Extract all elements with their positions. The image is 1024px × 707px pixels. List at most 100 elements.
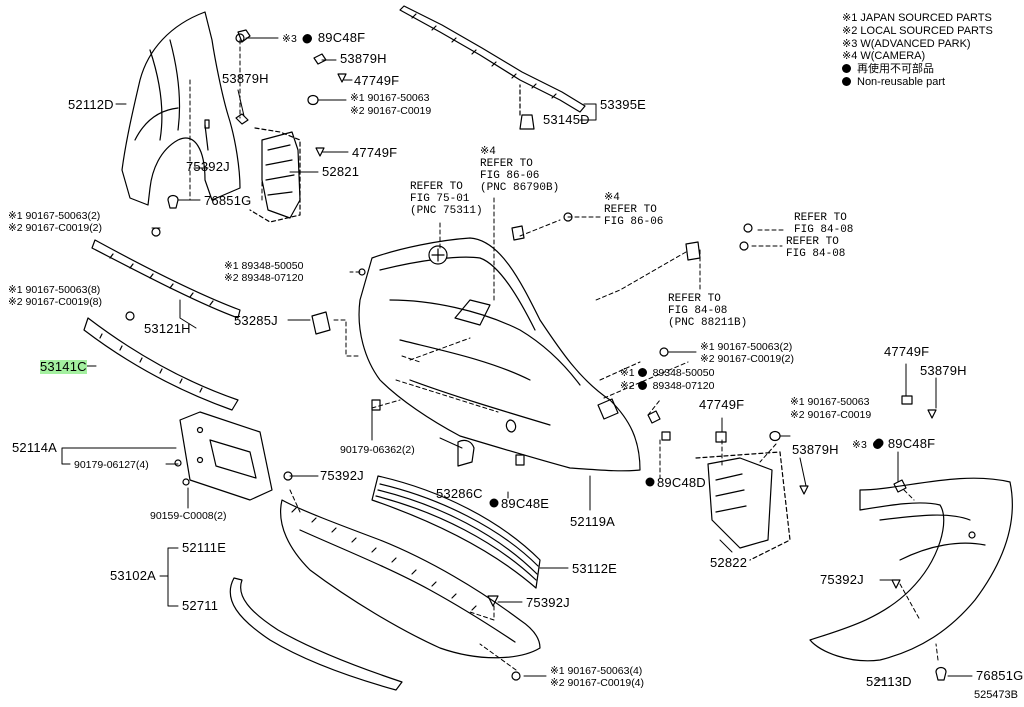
label-90167-C0019-4[interactable]: ※2 90167-C0019(4) <box>550 677 645 689</box>
label-90167-C0019-2b[interactable]: ※2 90167-C0019(2) <box>700 353 795 365</box>
label-75392J-left[interactable]: 75392J <box>186 159 230 174</box>
label-52112D[interactable]: 52112D <box>68 97 114 112</box>
label-47749F-far[interactable]: 47749F <box>884 344 930 359</box>
ref-fig-86-06-b[interactable]: ※4 REFER TO FIG 86-06 <box>604 192 664 228</box>
label-75392J-mid[interactable]: 75392J <box>320 468 364 483</box>
label-90167-50063-2b[interactable]: ※1 90167-50063(2) <box>700 341 793 353</box>
fender-liner-left-part[interactable] <box>121 11 241 206</box>
leader-lines <box>61 37 973 681</box>
cover-53286c-part[interactable] <box>457 439 475 467</box>
label-89C48F-right-code: 89C48F <box>887 436 936 451</box>
label-76851G-right[interactable]: 76851G <box>976 668 1024 683</box>
cover-53285j-part[interactable] <box>311 311 331 335</box>
filled-dot-icon <box>872 440 882 449</box>
label-89C48F-top-code: 89C48F <box>317 30 366 45</box>
label-90167-50063-top[interactable]: ※1 90167-50063 <box>350 92 430 104</box>
label-75392J-right[interactable]: 75392J <box>820 572 864 587</box>
ref-fig-84-08-a[interactable]: REFER TO FIG 84-08 <box>794 212 854 236</box>
label-89C48F-top[interactable]: ※3 89C48F <box>282 30 366 46</box>
filled-dot-icon <box>637 381 647 390</box>
diagram-id: 525473B <box>973 689 1018 701</box>
legend-item-non-reusable-text: Non-reusable part <box>857 75 946 88</box>
label-89C48F-right[interactable]: ※3 89C48F <box>852 436 936 452</box>
label-89C48F-right-mark: ※3 <box>852 439 868 451</box>
label-89348-07120-b-code: 89348-07120 <box>652 380 715 392</box>
ref-fig-84-08-c[interactable]: REFER TO FIG 84-08 (PNC 88211B) <box>668 293 748 329</box>
label-90167-C0019-2[interactable]: ※2 90167-C0019(2) <box>8 222 103 234</box>
legend-item-camera: ※4 W(CAMERA) <box>842 50 926 63</box>
lip-part[interactable] <box>229 577 403 691</box>
label-89348-07120-b[interactable]: ※2 89348-07120 <box>620 380 714 392</box>
label-90167-50063-4[interactable]: ※1 90167-50063(4) <box>550 665 643 677</box>
label-53141C[interactable]: 53141C <box>40 359 87 374</box>
label-53121H[interactable]: 53121H <box>144 321 191 336</box>
ref-fig-75-01[interactable]: REFER TO FIG 75-01 (PNC 75311) <box>410 181 483 217</box>
legend-item-non-reusable: Non-reusable part <box>842 76 993 89</box>
legend: ※1 JAPAN SOURCED PARTS ※2 LOCAL SOURCED … <box>842 12 993 89</box>
upper-rail-part[interactable] <box>399 5 586 113</box>
label-75392J-bottom[interactable]: 75392J <box>526 595 570 610</box>
label-89348-50050-b-mark: ※1 <box>620 367 635 379</box>
label-89348-50050-b[interactable]: ※1 89348-50050 <box>620 367 714 379</box>
license-bracket-part[interactable] <box>179 411 273 501</box>
legend-item-japan: ※1 JAPAN SOURCED PARTS <box>842 12 992 24</box>
label-52113D[interactable]: 52113D <box>866 674 912 689</box>
label-53145D[interactable]: 53145D <box>543 112 590 127</box>
label-90167-C0019-top[interactable]: ※2 90167-C0019 <box>350 105 432 117</box>
fender-liner-right-part[interactable] <box>809 477 1013 662</box>
label-52114A[interactable]: 52114A <box>12 440 58 455</box>
label-90167-50063-8[interactable]: ※1 90167-50063(8) <box>8 284 101 296</box>
filled-dot-icon <box>842 64 851 74</box>
filled-dot-icon <box>302 34 312 43</box>
label-53112E[interactable]: 53112E <box>572 561 618 576</box>
dashed-leaders <box>189 39 939 671</box>
label-47749F-top[interactable]: 47749F <box>354 73 400 88</box>
label-53286C[interactable]: 53286C <box>436 486 483 501</box>
label-89348-50050-b-code: 89348-50050 <box>652 367 715 379</box>
label-90167-C0019-8[interactable]: ※2 90167-C0019(8) <box>8 296 103 308</box>
legend-item-non-reusable-jp-text: 再使用不可部品 <box>857 63 934 76</box>
label-89C48E[interactable]: 89C48E <box>501 496 550 511</box>
label-89348-07120-a[interactable]: ※2 89348-07120 <box>224 272 304 284</box>
grille-part[interactable] <box>371 475 541 589</box>
label-52119A[interactable]: 52119A <box>570 514 616 529</box>
label-53879H-left[interactable]: 53879H <box>222 71 269 86</box>
ref-fig-86-06-a[interactable]: ※4 REFER TO FIG 86-06 (PNC 86790B) <box>480 146 560 194</box>
label-52711[interactable]: 52711 <box>182 598 219 613</box>
label-52111E[interactable]: 52111E <box>182 540 227 555</box>
label-89C48D[interactable]: 89C48D <box>657 475 706 490</box>
molding-53121h-part[interactable] <box>91 239 241 319</box>
legend-item-advanced-park: ※3 W(ADVANCED PARK) <box>842 37 971 50</box>
label-47749F-mid[interactable]: 47749F <box>352 145 398 160</box>
label-90179-06127[interactable]: 90179-06127(4) <box>74 459 149 471</box>
label-52821[interactable]: 52821 <box>322 164 360 179</box>
label-53879H-far[interactable]: 53879H <box>920 363 967 378</box>
label-53879H-top[interactable]: 53879H <box>340 51 387 66</box>
bracket-52821-part[interactable] <box>261 131 301 219</box>
label-52822[interactable]: 52822 <box>710 555 748 570</box>
filled-dot-icon <box>637 368 647 377</box>
label-53879H-right[interactable]: 53879H <box>792 442 839 457</box>
legend-item-non-reusable-jp: 再使用不可部品 <box>842 63 993 76</box>
label-90159-C0008[interactable]: 90159-C0008(2) <box>150 510 227 522</box>
label-89348-50050-a[interactable]: ※1 89348-50050 <box>224 260 304 272</box>
bracket-52822-part[interactable] <box>707 457 773 549</box>
label-90167-50063-r[interactable]: ※1 90167-50063 <box>790 396 870 408</box>
label-90179-06362[interactable]: 90179-06362(2) <box>340 444 415 456</box>
label-76851G-left[interactable]: 76851G <box>204 193 252 208</box>
label-53102A[interactable]: 53102A <box>110 568 157 583</box>
label-47749F-right[interactable]: 47749F <box>699 397 745 412</box>
filled-dot-icon <box>842 76 851 86</box>
label-89348-07120-b-mark: ※2 <box>620 380 635 392</box>
label-89C48F-top-mark: ※3 <box>282 33 298 45</box>
bumper-cover-part[interactable] <box>358 237 641 472</box>
label-90167-50063-2[interactable]: ※1 90167-50063(2) <box>8 210 101 222</box>
label-90167-C0019-r[interactable]: ※2 90167-C0019 <box>790 409 872 421</box>
lower-bumper-part[interactable] <box>280 499 541 659</box>
ref-fig-84-08-b[interactable]: REFER TO FIG 84-08 <box>786 236 846 260</box>
molding-53141c-part[interactable] <box>83 317 239 411</box>
legend-item-local: ※2 LOCAL SOURCED PARTS <box>842 24 993 37</box>
label-53285J[interactable]: 53285J <box>234 313 278 328</box>
label-53395E[interactable]: 53395E <box>600 97 647 112</box>
